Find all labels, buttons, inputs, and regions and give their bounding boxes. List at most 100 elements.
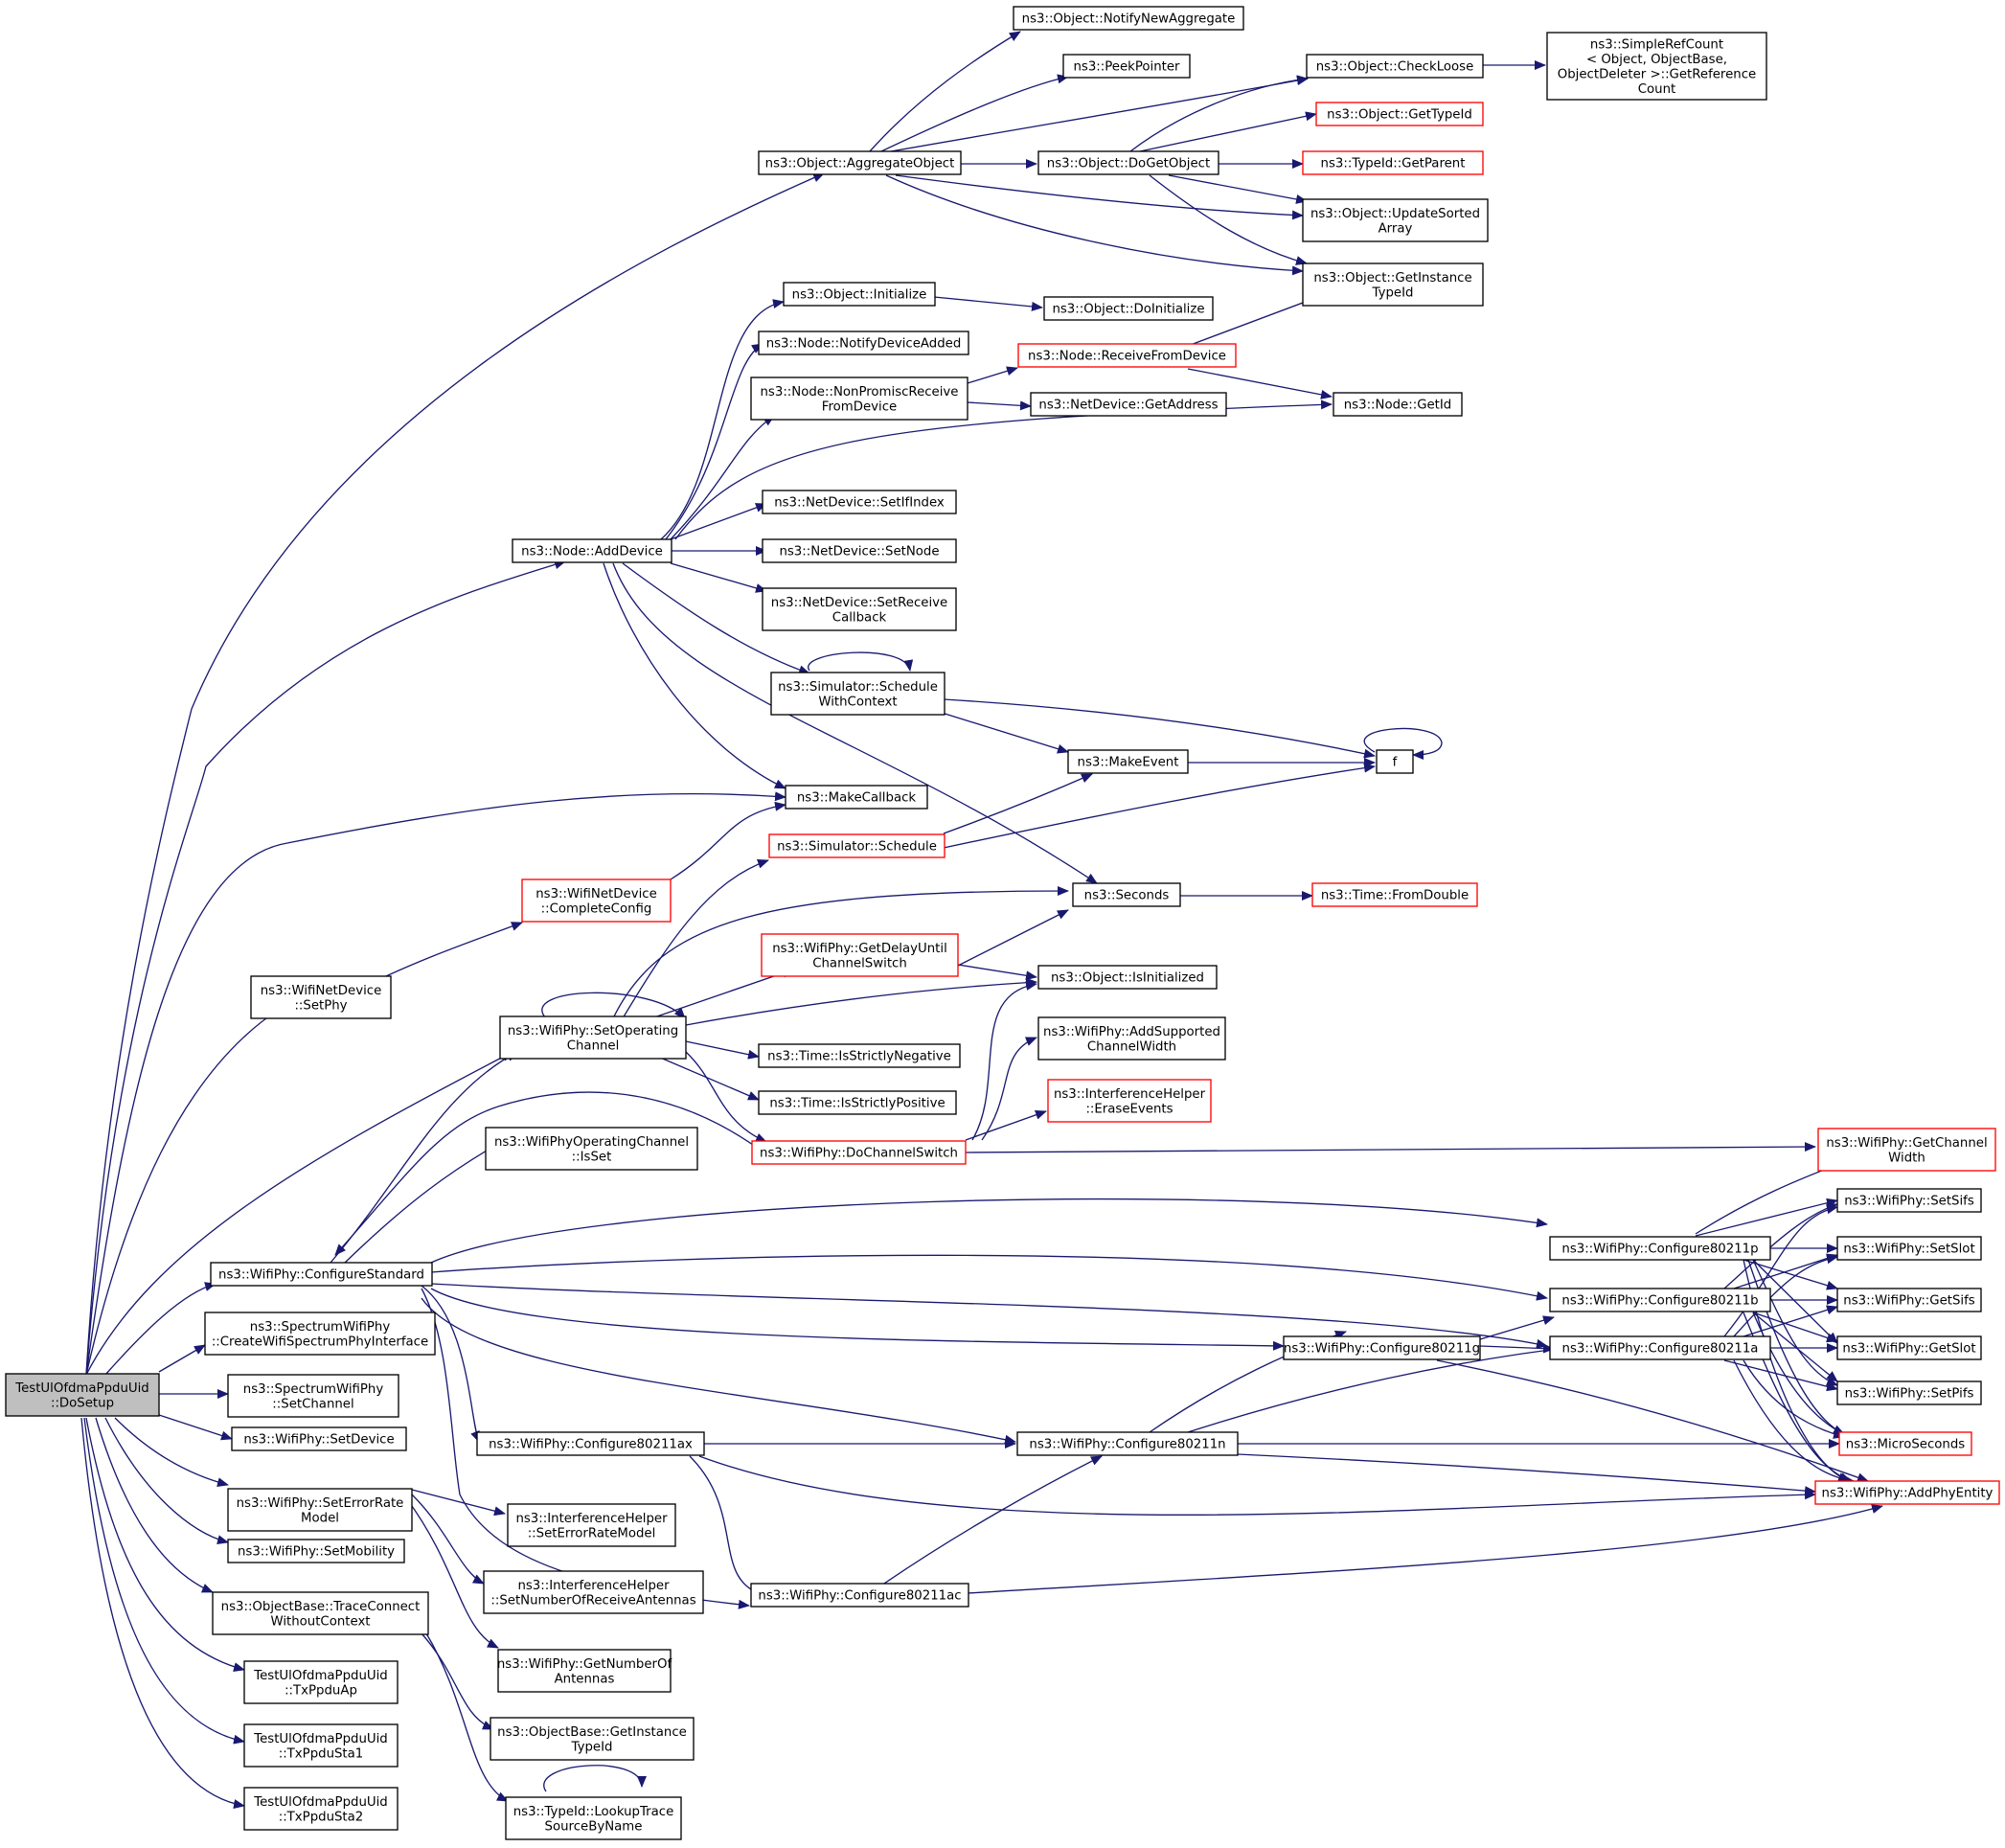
node-getaddress[interactable]: ns3::NetDevice::GetAddress	[1030, 392, 1227, 417]
node-box	[243, 1660, 399, 1704]
node-setsifs[interactable]: ns3::WifiPhy::SetSifs	[1836, 1188, 1982, 1213]
node-dogetobject[interactable]: ns3::Object::DoGetObject	[1037, 150, 1219, 175]
node-box	[204, 1312, 436, 1356]
node-completeconfig[interactable]: ns3::WifiNetDevice::CompleteConfig	[521, 878, 672, 923]
node-makeevent[interactable]: ns3::MakeEvent	[1067, 749, 1189, 774]
edge-ad-makecallback	[603, 562, 786, 789]
node-peekpointer[interactable]: ns3::PeekPointer	[1062, 54, 1191, 79]
node-configure80211p[interactable]: ns3::WifiPhy::Configure80211p	[1549, 1236, 1771, 1261]
edge-sc-f	[943, 698, 1376, 759]
node-getsifs[interactable]: ns3::WifiPhy::GetSifs	[1836, 1288, 1982, 1312]
node-configure80211ax[interactable]: ns3::WifiPhy::Configure80211ax	[476, 1431, 705, 1456]
node-gettypeid[interactable]: ns3::Object::GetTypeId	[1315, 102, 1484, 126]
node-label: ns3::TypeId::GetParent	[1321, 157, 1466, 171]
node-microseconds[interactable]: ns3::MicroSeconds	[1838, 1431, 1972, 1456]
node-box	[1549, 1236, 1771, 1261]
node-label: TypeId	[571, 1740, 613, 1754]
node-label: ns3::NetDevice::SetReceive	[771, 596, 947, 610]
node-label: ns3::WifiPhy::Configure80211n	[1029, 1438, 1225, 1452]
node-isinitialized[interactable]: ns3::Object::IsInitialized	[1037, 965, 1218, 990]
node-configurestandard[interactable]: ns3::WifiPhy::ConfigureStandard	[210, 1262, 433, 1287]
node-box	[485, 1127, 698, 1171]
node-setdevice[interactable]: ns3::WifiPhy::SetDevice	[231, 1426, 407, 1451]
node-label: ns3::WifiPhy::Configure80211b	[1561, 1294, 1758, 1309]
node-seterrorratemodel[interactable]: ns3::WifiPhy::SetErrorRateModel	[227, 1488, 413, 1532]
node-box	[758, 1090, 957, 1115]
node-simulator-schedule[interactable]: ns3::Simulator::Schedule	[768, 833, 946, 858]
node-configure80211a[interactable]: ns3::WifiPhy::Configure80211a	[1549, 1335, 1771, 1360]
node-createspectrum[interactable]: ns3::SpectrumWifiPhy::CreateWifiSpectrum…	[204, 1312, 436, 1356]
node-label: ns3::InterferenceHelper	[517, 1579, 670, 1593]
node-setifindex[interactable]: ns3::NetDevice::SetIfIndex	[762, 490, 957, 514]
node-label: ns3::InterferenceHelper	[1054, 1087, 1206, 1102]
node-checkloose[interactable]: ns3::Object::CheckLoose	[1306, 54, 1484, 79]
node-box	[1311, 882, 1478, 907]
edge-cs-setopchannel	[330, 1051, 518, 1264]
node-box	[1836, 1380, 1982, 1405]
node-label: ns3::SimpleRefCount	[1590, 37, 1723, 52]
node-f[interactable]: f	[1376, 749, 1414, 774]
node-ih-seterrorratemodel[interactable]: ns3::InterferenceHelper::SetErrorRateMod…	[507, 1503, 676, 1547]
node-label: ns3::WifiPhy::Configure80211ax	[489, 1438, 693, 1452]
node-configure80211n[interactable]: ns3::WifiPhy::Configure80211n	[1016, 1431, 1239, 1456]
node-setnode[interactable]: ns3::NetDevice::SetNode	[762, 538, 957, 563]
node-eraseevents[interactable]: ns3::InterferenceHelper::EraseEvents	[1047, 1079, 1212, 1123]
node-seconds[interactable]: ns3::Seconds	[1072, 882, 1181, 907]
node-txppduap[interactable]: TestUlOfdmaPpduUid::TxPpduAp	[243, 1660, 399, 1704]
node-configure80211g[interactable]: ns3::WifiPhy::Configure80211g	[1283, 1335, 1481, 1360]
edge-dcs-isinitialized	[971, 981, 1037, 1141]
node-traceconnect[interactable]: ns3::ObjectBase::TraceConnectWithoutCont…	[212, 1591, 429, 1635]
node-box	[1306, 54, 1484, 79]
node-box	[490, 1717, 695, 1761]
node-makecallback[interactable]: ns3::MakeCallback	[785, 785, 928, 810]
node-adddevice[interactable]: ns3::Node::AddDevice	[512, 538, 672, 563]
node-fromdouble[interactable]: ns3::Time::FromDouble	[1311, 882, 1478, 907]
node-strictlypositive[interactable]: ns3::Time::IsStrictlyPositive	[758, 1090, 957, 1115]
node-setphy[interactable]: ns3::WifiNetDevice::SetPhy	[250, 975, 392, 1019]
node-label: ns3::Node::AddDevice	[521, 545, 663, 559]
edge-f-self	[1363, 727, 1443, 760]
node-opchannel-isset[interactable]: ns3::WifiPhyOperatingChannel::IsSet	[485, 1127, 698, 1171]
node-box	[750, 376, 968, 421]
node-refcount[interactable]: ns3::SimpleRefCount< Object, ObjectBase,…	[1546, 32, 1767, 101]
node-ih-setnumantennas[interactable]: ns3::InterferenceHelper::SetNumberOfRece…	[483, 1570, 704, 1614]
node-box	[1037, 1016, 1226, 1061]
node-box	[783, 282, 936, 307]
node-notify-aggregate[interactable]: ns3::Object::NotifyNewAggregate	[1013, 6, 1244, 31]
edge-c11b-setslot	[1733, 1253, 1838, 1289]
node-strictlynegative[interactable]: ns3::Time::IsStrictlyNegative	[758, 1043, 961, 1068]
node-notifydevice[interactable]: ns3::Node::NotifyDeviceAdded	[758, 331, 969, 355]
node-setmobility[interactable]: ns3::WifiPhy::SetMobility	[227, 1539, 405, 1563]
node-nodegetid[interactable]: ns3::Node::GetId	[1333, 392, 1463, 417]
node-getparent[interactable]: ns3::TypeId::GetParent	[1302, 150, 1484, 175]
node-addphyentity[interactable]: ns3::WifiPhy::AddPhyEntity	[1814, 1480, 2000, 1505]
node-initialize[interactable]: ns3::Object::Initialize	[783, 282, 936, 307]
edge-dgo-gettypeid	[1139, 111, 1317, 152]
node-txppdusta1[interactable]: TestUlOfdmaPpduUid::TxPpduSta1	[243, 1723, 399, 1768]
node-doinitialize[interactable]: ns3::Object::DoInitialize	[1043, 296, 1214, 321]
node-configure80211b[interactable]: ns3::WifiPhy::Configure80211b	[1549, 1288, 1771, 1312]
edge-ser-ihseterror	[411, 1489, 506, 1517]
node-root[interactable]: TestUlOfdmaPpduUid::DoSetup	[5, 1373, 160, 1417]
node-setslot[interactable]: ns3::WifiPhy::SetSlot	[1836, 1236, 1982, 1261]
node-receivefromdevice[interactable]: ns3::Node::ReceiveFromDevice	[1017, 343, 1237, 368]
node-getslot[interactable]: ns3::WifiPhy::GetSlot	[1836, 1335, 1982, 1360]
node-configure80211ac[interactable]: ns3::WifiPhy::Configure80211ac	[750, 1583, 969, 1608]
node-spectrum-setchannel[interactable]: ns3::SpectrumWifiPhy::SetChannel	[227, 1374, 399, 1418]
node-aggregate[interactable]: ns3::Object::AggregateObject	[758, 150, 962, 175]
node-txppdusta2[interactable]: TestUlOfdmaPpduUid::TxPpduSta2	[243, 1787, 399, 1831]
node-setpifs[interactable]: ns3::WifiPhy::SetPifs	[1836, 1380, 1982, 1405]
node-dochannelswitch[interactable]: ns3::WifiPhy::DoChannelSwitch	[751, 1140, 967, 1165]
